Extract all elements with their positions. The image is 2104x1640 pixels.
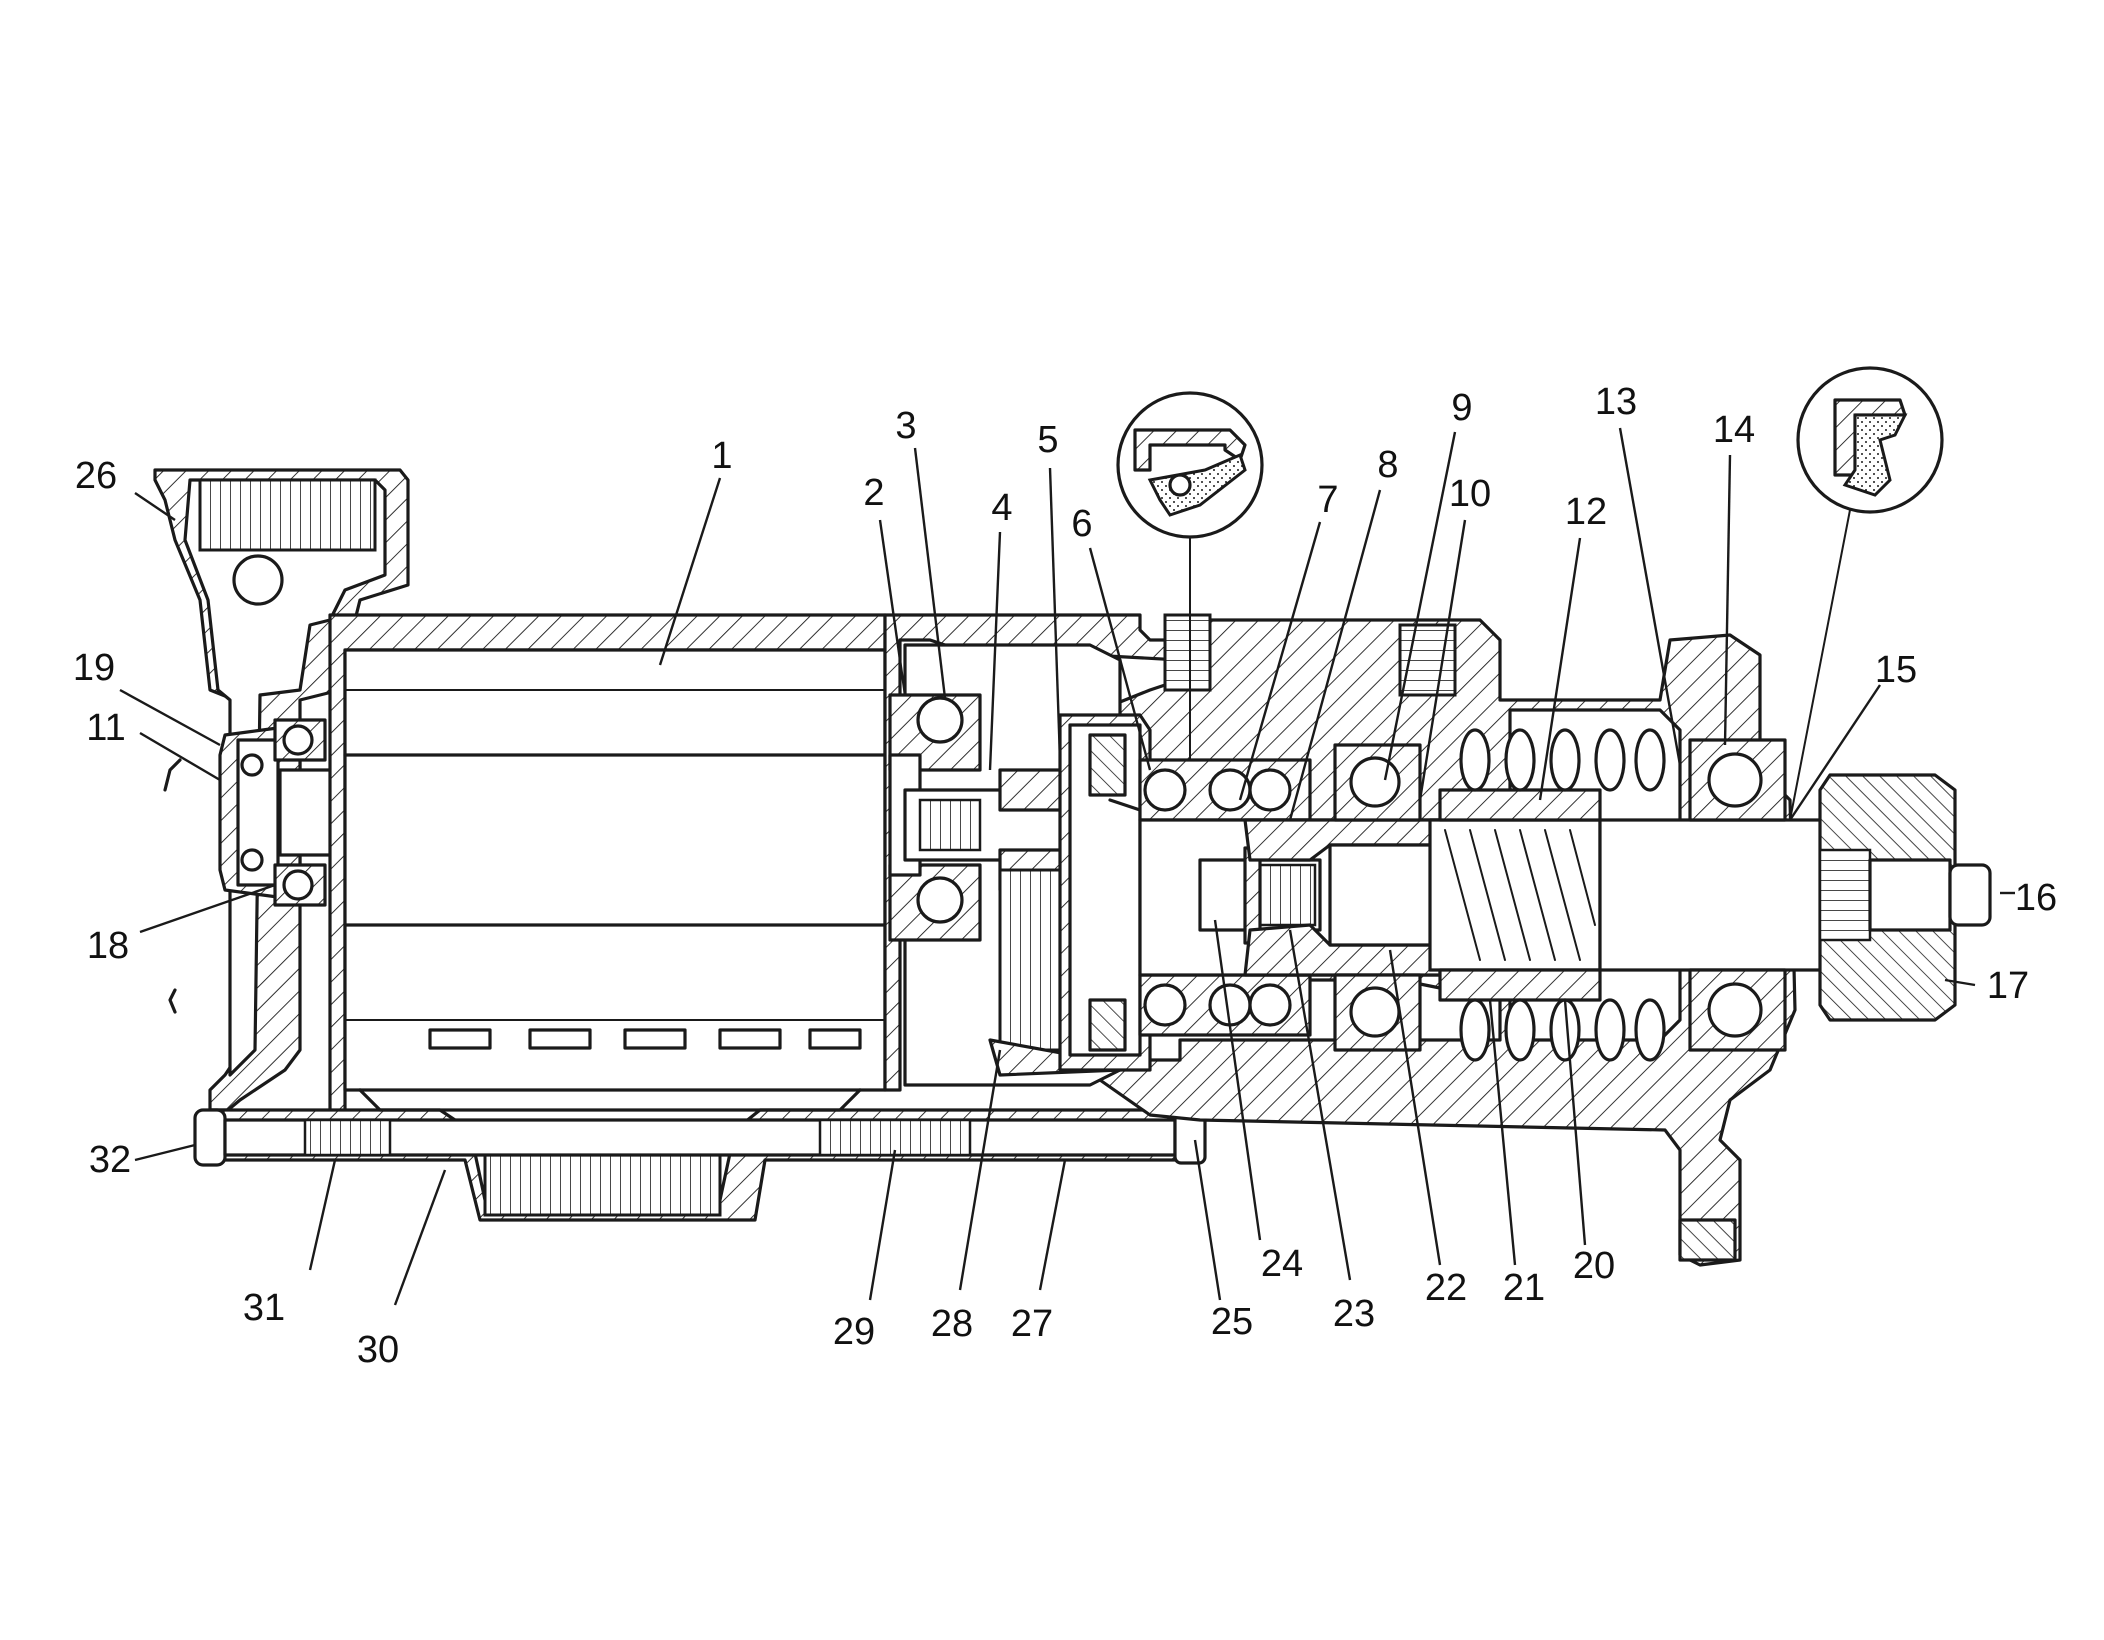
callout-7: 7 (1317, 479, 1338, 521)
callout-19: 19 (73, 647, 115, 689)
callout-30: 30 (357, 1329, 399, 1371)
mid-bearing (1333, 743, 1422, 1052)
callout-labels: 1 2 3 4 5 6 7 8 9 10 11 12 13 14 15 16 1… (73, 381, 2057, 1371)
callout-20: 20 (1573, 1245, 1615, 1287)
seal-detail-right (1789, 366, 1944, 821)
callout-14: 14 (1713, 409, 1755, 451)
callout-3: 3 (895, 405, 916, 447)
callout-9: 9 (1451, 387, 1472, 429)
callout-32: 32 (89, 1139, 131, 1181)
callout-22: 22 (1425, 1267, 1467, 1309)
callout-12: 12 (1565, 491, 1607, 533)
output-shaft (1598, 738, 1832, 1052)
callout-31: 31 (243, 1287, 285, 1329)
callout-8: 8 (1377, 444, 1398, 486)
callout-4: 4 (991, 487, 1012, 529)
callout-15: 15 (1875, 649, 1917, 691)
callout-27: 27 (1011, 1303, 1053, 1345)
callout-25: 25 (1211, 1301, 1253, 1343)
commutator-end-bearing (218, 718, 352, 907)
callout-5: 5 (1037, 419, 1058, 461)
tie-bolt (193, 1106, 1207, 1167)
drive-hub (1818, 773, 1992, 1022)
callout-6: 6 (1071, 503, 1092, 545)
callout-11: 11 (86, 707, 125, 749)
callout-1: 1 (711, 435, 732, 477)
callout-29: 29 (833, 1311, 875, 1353)
callout-24: 24 (1261, 1243, 1303, 1285)
callout-10: 10 (1449, 473, 1491, 515)
callout-23: 23 (1333, 1293, 1375, 1335)
callout-28: 28 (931, 1303, 973, 1345)
leader-lines (119, 427, 2015, 1306)
callout-13: 13 (1595, 381, 1637, 423)
callout-16: 16 (2015, 877, 2057, 919)
drive-shaft-bore (1138, 818, 1442, 977)
overrunning-clutch (1058, 713, 1212, 1072)
callout-2: 2 (863, 472, 884, 514)
callout-21: 21 (1503, 1267, 1545, 1309)
callout-17: 17 (1987, 965, 2029, 1007)
helical-drive-spring (1428, 728, 1666, 1062)
seal-detail-left (1116, 391, 1264, 761)
callout-26: 26 (75, 455, 117, 497)
callout-18: 18 (87, 925, 129, 967)
